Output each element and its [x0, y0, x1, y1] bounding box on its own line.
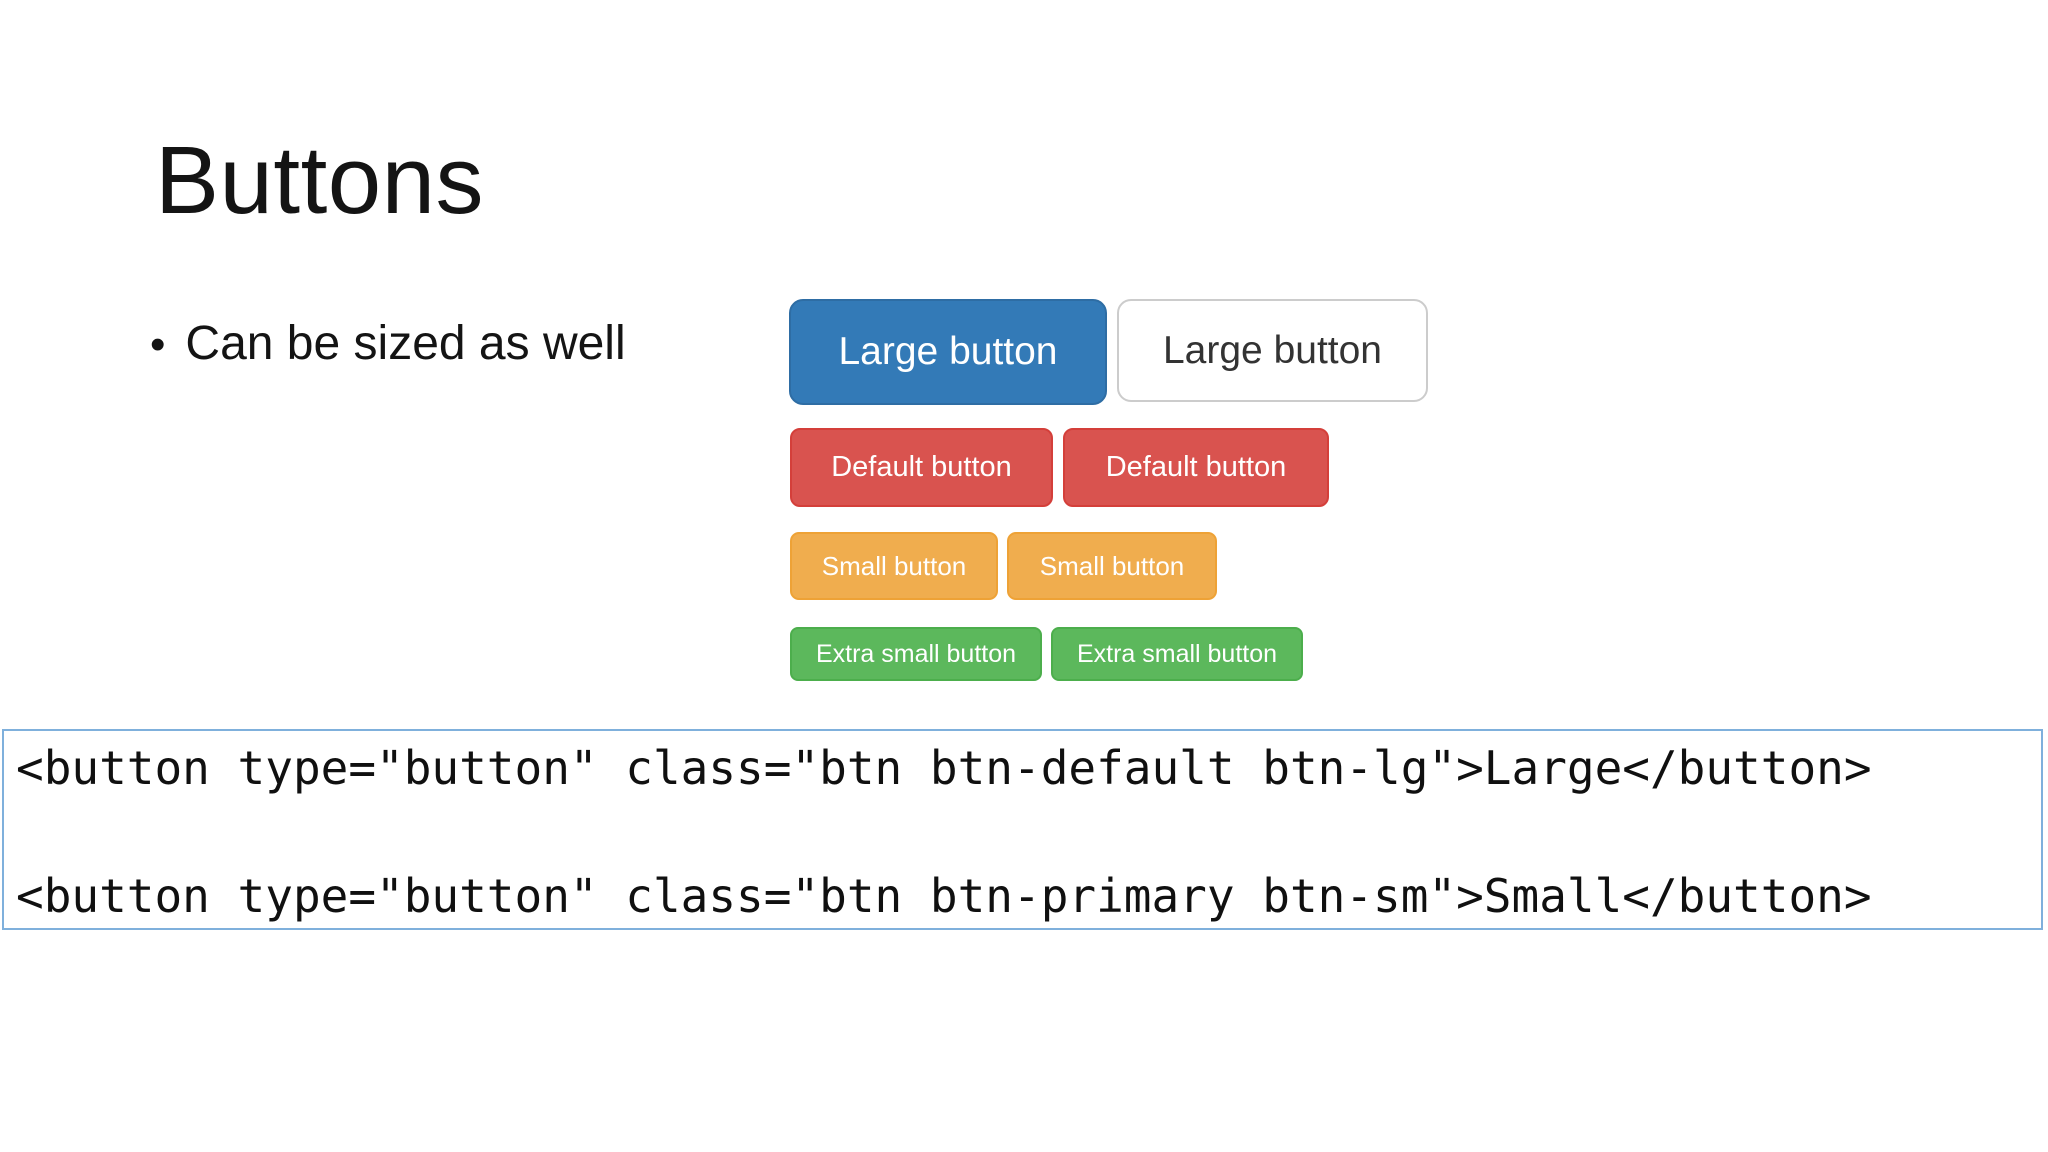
default-danger-button-1[interactable]: Default button: [790, 428, 1053, 507]
small-warning-button-1[interactable]: Small button: [790, 532, 998, 600]
bullet-text: Can be sized as well: [185, 317, 626, 370]
extra-small-success-button-2[interactable]: Extra small button: [1051, 627, 1303, 681]
code-line-1: <button type="button" class="btn btn-def…: [16, 741, 1872, 795]
code-block: [2, 729, 2043, 930]
bullet-point: • Can be sized as well: [150, 316, 626, 371]
large-primary-button[interactable]: Large button: [789, 299, 1107, 405]
large-default-button[interactable]: Large button: [1117, 299, 1428, 402]
small-warning-button-2[interactable]: Small button: [1007, 532, 1217, 600]
bullet-marker: •: [150, 320, 166, 369]
code-line-2: <button type="button" class="btn btn-pri…: [16, 869, 1872, 923]
default-danger-button-2[interactable]: Default button: [1063, 428, 1329, 507]
extra-small-success-button-1[interactable]: Extra small button: [790, 627, 1042, 681]
slide-title: Buttons: [155, 127, 485, 234]
